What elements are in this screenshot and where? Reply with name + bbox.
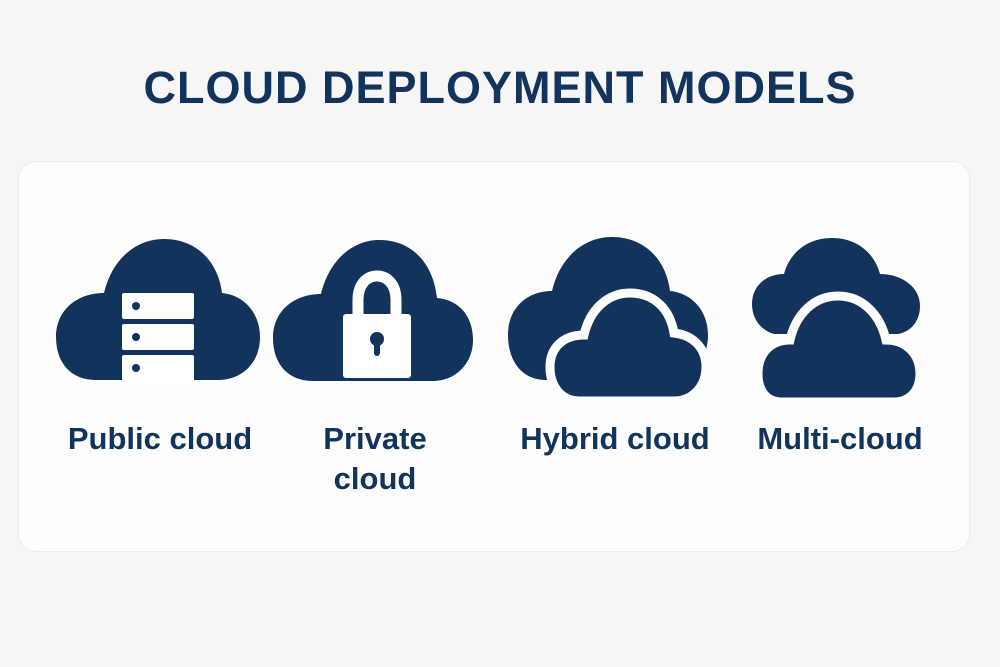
- cloud-server-icon: [56, 235, 260, 385]
- label-multi-cloud: Multi-cloud: [757, 421, 923, 456]
- page-title: CLOUD DEPLOYMENT MODELS: [143, 62, 857, 113]
- label-private-line2: cloud: [333, 461, 417, 496]
- label-hybrid-cloud: Hybrid cloud: [520, 421, 710, 456]
- label-private-line1: Private: [323, 421, 427, 456]
- label-private-cloud: Private cloud: [275, 419, 475, 499]
- multi-cloud-icon: [752, 234, 924, 406]
- cloud-lock-icon: [273, 236, 473, 382]
- hybrid-cloud-icon: [508, 235, 714, 405]
- label-public-cloud: Public cloud: [67, 421, 253, 456]
